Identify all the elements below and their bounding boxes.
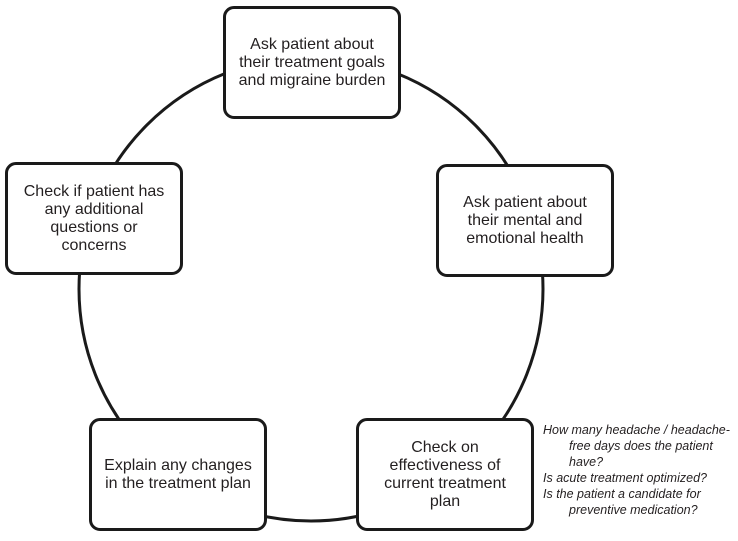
step-concerns-box: Check if patient has any additional ques… [5,162,183,275]
note-headache-days: How many headache / headache-free days d… [543,423,730,469]
step-effectiveness-box: Check on effectiveness of current treatm… [356,418,534,531]
step-explain-changes-box: Explain any changes in the treatment pla… [89,418,267,531]
step-explain-changes-text: Explain any changes in the treatment pla… [104,456,252,492]
step-mental-health-text: Ask patient about their mental and emoti… [463,193,587,247]
step-mental-health-box: Ask patient about their mental and emoti… [436,164,614,277]
step-concerns-text: Check if patient has any additional ques… [23,182,165,254]
note-acute-treatment: Is acute treatment optimized? [543,471,707,485]
step-effectiveness-text: Check on effectiveness of current treatm… [384,438,506,510]
step-goals-box: Ask patient about their treatment goals … [223,6,401,119]
note-preventive-candidate: Is the patient a candidate for preventiv… [543,487,701,517]
effectiveness-notes: How many headache / headache-free days d… [543,422,738,518]
step-goals-text: Ask patient about their treatment goals … [238,35,386,89]
